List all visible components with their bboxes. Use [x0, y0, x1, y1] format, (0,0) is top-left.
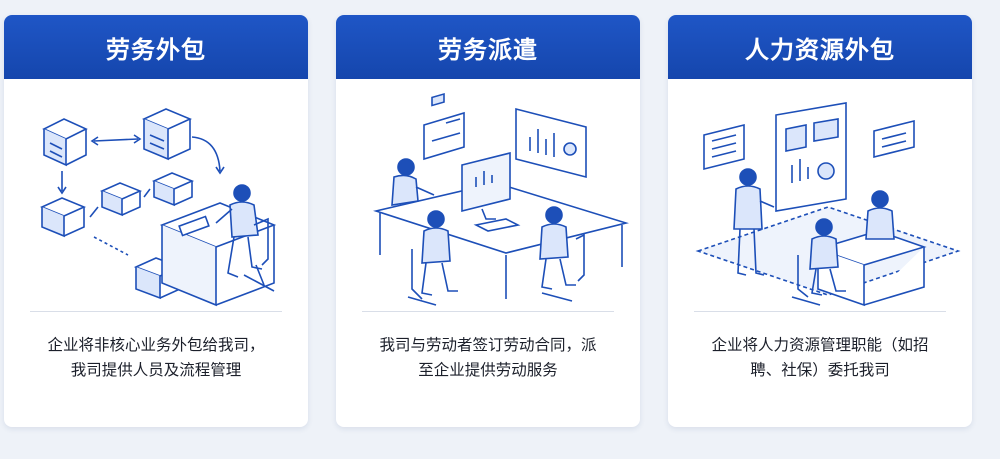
- card-description: 企业将人力资源管理职能（如招 聘、社保）委托我司: [711, 336, 929, 379]
- divider: [362, 311, 614, 312]
- document-panel-icon: [703, 123, 745, 171]
- monitor-icon: [461, 151, 521, 232]
- box-icon: [141, 108, 193, 161]
- card-title: 人力资源外包: [668, 15, 972, 79]
- person-icon: [215, 184, 275, 292]
- card-title: 劳务派遣: [336, 15, 640, 79]
- card-labor-dispatch[interactable]: 劳务派遣: [336, 15, 640, 427]
- person-icon: [865, 190, 895, 240]
- outsourcing-illustration: [39, 108, 277, 307]
- card-title: 劳务外包: [4, 15, 308, 79]
- person-icon: [407, 210, 458, 306]
- chart-panel-icon: [515, 107, 587, 179]
- person-icon: [391, 158, 435, 206]
- card-hr-outsourcing[interactable]: 人力资源外包: [668, 15, 972, 427]
- divider: [694, 311, 946, 312]
- box-icon: [42, 118, 88, 167]
- desk-icon: [159, 202, 277, 307]
- card-description: 企业将非核心业务外包给我司， 我司提供人员及流程管理: [47, 336, 265, 379]
- document-panel-icon: [423, 93, 465, 161]
- card-labor-outsourcing[interactable]: 劳务外包: [4, 15, 308, 427]
- box-icon: [39, 197, 87, 238]
- card-description: 我司与劳动者签订劳动合同，派 至企业提供劳动服务: [379, 336, 597, 379]
- person-icon: [733, 168, 775, 276]
- person-icon: [791, 218, 846, 306]
- hr-illustration: [695, 102, 961, 307]
- dispatch-illustration: [373, 93, 629, 306]
- dashboard-board-icon: [775, 102, 847, 212]
- box-icon: [99, 182, 143, 217]
- box-icon: [151, 172, 195, 207]
- chat-panel-icon: [873, 119, 915, 159]
- person-icon: [539, 206, 585, 302]
- divider: [30, 311, 282, 312]
